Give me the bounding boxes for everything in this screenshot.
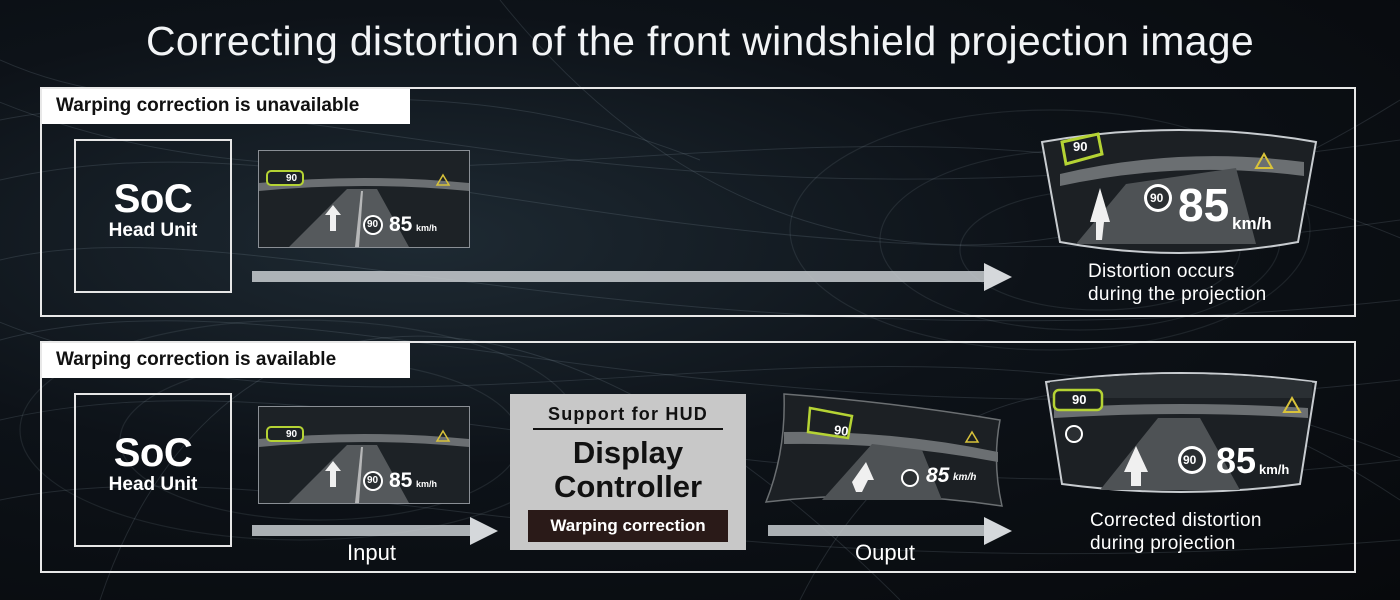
speed-unit-distorted: km/h [1232,214,1272,233]
speed-limit-label: 90 [367,219,379,230]
soc-label: SoC [113,431,193,475]
head-unit-label: Head Unit [108,220,198,241]
speed-limit-distorted: 90 [1150,191,1164,205]
distance-label-prewarped: 90 [833,422,850,439]
caption-distortion: Distortion occurs during the projection [1088,260,1266,306]
caption-line2: during projection [1090,533,1236,554]
hud-source-image-bottom: 90 90 85 km/h [258,406,470,504]
caption-line1: Corrected distortion [1090,510,1262,531]
speed-value: 85 [389,469,413,492]
soc-label: SoC [113,177,193,221]
soc-head-unit-bottom: SoC Head Unit [74,393,232,547]
distance-label: 90 [286,429,298,440]
speed-value: 85 [389,213,413,236]
arrow-output [768,517,1012,545]
panel-tag-available: Warping correction is available [42,343,410,378]
caption-line2: during the projection [1088,284,1267,305]
hud-source-graphic [259,151,469,247]
arrow-top [252,263,1012,291]
speed-value-distorted: 85 [1178,179,1230,231]
caption-corrected: Corrected distortion during projection [1090,509,1262,555]
hud-distorted [1040,129,1318,254]
panel-unavailable: Warping correction is unavailable [40,87,1356,317]
panel-tag-unavailable: Warping correction is unavailable [42,89,410,124]
speed-unit: km/h [416,479,438,489]
speed-unit-prewarped: km/h [953,472,977,483]
controller-label: Controller [553,469,703,504]
speed-limit-label: 90 [367,475,379,486]
speed-limit-corrected: 90 [1183,453,1197,467]
distance-label-distorted: 90 [1073,139,1088,154]
input-label: Input [347,540,396,565]
speed-unit-corrected: km/h [1259,462,1290,477]
page-title: Correcting distortion of the front winds… [146,18,1254,64]
arrow-input [252,517,498,545]
distance-label-corrected: 90 [1072,392,1087,407]
hud-source-graphic [259,407,469,503]
hud-prewarped [764,393,1003,507]
distance-label: 90 [286,173,298,184]
speed-value-corrected: 85 [1216,440,1257,481]
speed-unit: km/h [416,223,438,233]
display-controller: Support for HUD Display Controller Warpi… [510,394,746,550]
hud-source-image-top: 90 90 85 km/h [258,150,470,248]
speed-value-prewarped: 85 [926,464,950,487]
soc-head-unit-top: SoC Head Unit [74,139,232,293]
caption-line1: Distortion occurs [1088,261,1235,282]
head-unit-label: Head Unit [108,474,198,495]
panel-available: Warping correction is available [40,341,1356,573]
hud-corrected [1044,372,1318,493]
support-hud-label: Support for HUD [533,402,723,430]
warping-correction-badge: Warping correction [528,510,728,542]
output-label: Ouput [855,540,915,565]
display-label: Display [572,435,684,470]
